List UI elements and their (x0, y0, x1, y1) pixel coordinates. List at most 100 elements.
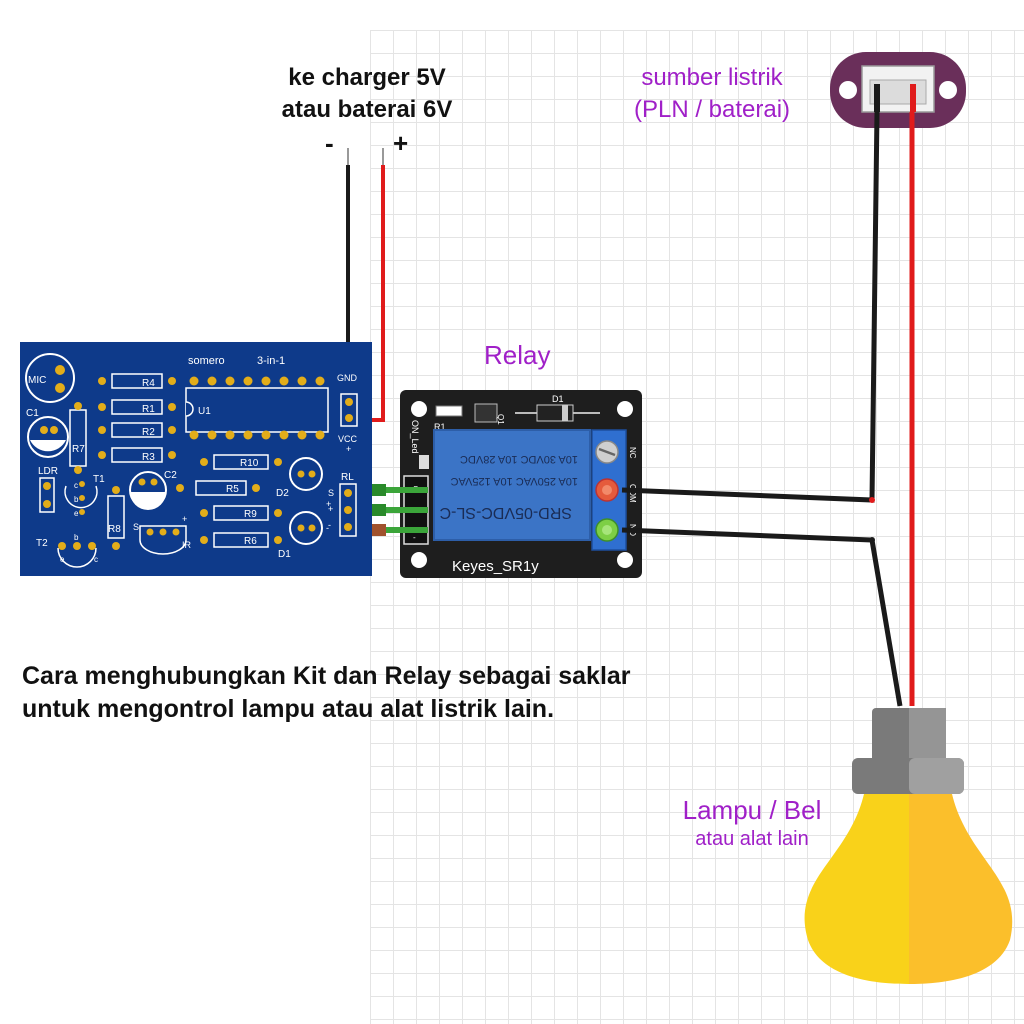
c1-marking (30, 440, 66, 452)
mic-outline (25, 353, 75, 403)
relay-q1-label: Q1 (496, 414, 505, 425)
power-source-line2: (PLN / baterai) (633, 96, 791, 123)
wire-joint (869, 497, 875, 503)
t2-pin-b: b (74, 533, 79, 542)
r1-label: R1 (142, 404, 155, 415)
t1-label: T1 (93, 474, 105, 485)
t2-label: T2 (36, 538, 48, 549)
caption: Cara menghubungkan Kit dan Relay sebagai… (22, 660, 782, 726)
pad (74, 402, 82, 410)
ir-sensor: S + IR (133, 514, 192, 555)
relay-model: SRD-05VDC-SL-C (440, 504, 572, 521)
pad (50, 426, 58, 434)
ldr-outline (39, 477, 55, 513)
rl-s-label: S (328, 488, 334, 498)
t1-outline (64, 485, 98, 509)
pad (79, 495, 85, 501)
resistor-r3: R3 (98, 447, 176, 463)
power-header: GND VCC + (337, 373, 358, 454)
resistor-r4: R4 (98, 373, 176, 389)
t2-pin-e: e (60, 555, 65, 564)
d2-label: D2 (276, 488, 289, 499)
t2-outline (57, 547, 97, 568)
pad (55, 365, 65, 375)
jumper-end (372, 524, 386, 536)
rl-label: RL (341, 472, 354, 483)
rl-plus-label: + (328, 504, 333, 514)
r6-label: R6 (244, 536, 257, 547)
r7-label: R7 (72, 444, 85, 455)
d1-plus: + (326, 499, 331, 509)
resistor-r6: R6 (200, 532, 282, 548)
jumper-end (372, 504, 386, 516)
wire-source-to-com (621, 111, 880, 503)
r9-label: R9 (244, 509, 257, 520)
mic-label: MIC (28, 375, 46, 386)
r5-label: R5 (226, 484, 239, 495)
caption-line2: untuk mengontrol lampu atau alat listrik… (22, 695, 555, 723)
vcc-label: VCC (338, 434, 358, 444)
led-d2: D2 (276, 457, 323, 499)
wire-no-to-lamp (621, 527, 903, 707)
wire-joint (869, 537, 875, 543)
pad (79, 481, 85, 487)
relay-module: R1 Q1 D1 ON_Led S - SRD-05VDC-SL-C 10A 2… (400, 390, 642, 578)
d1-label: D1 (278, 549, 291, 560)
pad (55, 383, 65, 393)
c1-outline (27, 416, 69, 458)
minus-sign: - (325, 128, 334, 158)
led-d1: D1 + - (278, 499, 331, 560)
pad (73, 542, 81, 550)
relay-com-label: COM (628, 484, 637, 503)
gnd-label: GND (337, 373, 358, 383)
pad (112, 542, 120, 550)
r8-body (107, 495, 125, 539)
relay-body-text: SRD-05VDC-SL-C 10A 250VAC 10A 125VAC 10A… (440, 453, 578, 521)
resistor-r5: R5 (176, 480, 260, 496)
resistor-r2: R2 (98, 422, 176, 438)
resistor-r9: R9 (200, 505, 282, 521)
vcc-plus: + (346, 444, 351, 454)
r3-label: R3 (142, 452, 155, 463)
pad (43, 482, 51, 490)
c1-label: C1 (26, 408, 39, 419)
u1-label: U1 (198, 406, 211, 417)
relay-title: Relay (484, 340, 551, 370)
charger-label: ke charger 5V atau baterai 6V (262, 62, 472, 126)
r10-label: R10 (240, 458, 259, 469)
resistor-r1: R1 (98, 399, 176, 415)
lamp-label: Lampu / Bel atau alat lain (664, 794, 840, 852)
relay-spec2: 10A 30VDC 10A 28VDC (460, 453, 578, 465)
resistor-r10: R10 (200, 454, 282, 470)
ic-u1: U1 (185, 376, 329, 440)
r2-label: R2 (142, 427, 155, 438)
pad (40, 426, 48, 434)
pad (58, 542, 66, 550)
relay-nc-label: NC (628, 447, 637, 459)
jumper-end (372, 484, 386, 496)
relay-spec1: 10A 250VAC 10A 125VAC (451, 475, 578, 487)
pad (88, 542, 96, 550)
ir-plus: + (182, 514, 187, 524)
ir-s-label: S (133, 522, 139, 532)
pad (43, 500, 51, 508)
capacitor-c2: C2 (129, 470, 177, 510)
pcb-model: 3-in-1 (257, 355, 285, 367)
charger-label-line1: ke charger 5V (288, 64, 446, 91)
lamp-label-line1: Lampu / Bel (682, 795, 822, 825)
pad (74, 466, 82, 474)
relay-d1-label: D1 (552, 394, 564, 404)
power-source-line1: sumber listrik (641, 64, 783, 91)
relay-name: Keyes_SR1y (452, 558, 539, 575)
pcb-brand: somero (188, 355, 225, 367)
ldr-label: LDR (38, 466, 58, 477)
c2-label: C2 (164, 470, 177, 481)
plus-sign: + (393, 128, 409, 158)
ir-label: IR (182, 540, 192, 550)
power-source-socket (830, 52, 966, 128)
relay-r1-label: R1 (434, 422, 446, 432)
lamp-label-line2: atau alat lain (695, 828, 809, 850)
pad (79, 509, 85, 515)
pcb-board: somero 3-in-1 MIC C1 LDR R7 T1 c b e T2 (20, 342, 372, 576)
